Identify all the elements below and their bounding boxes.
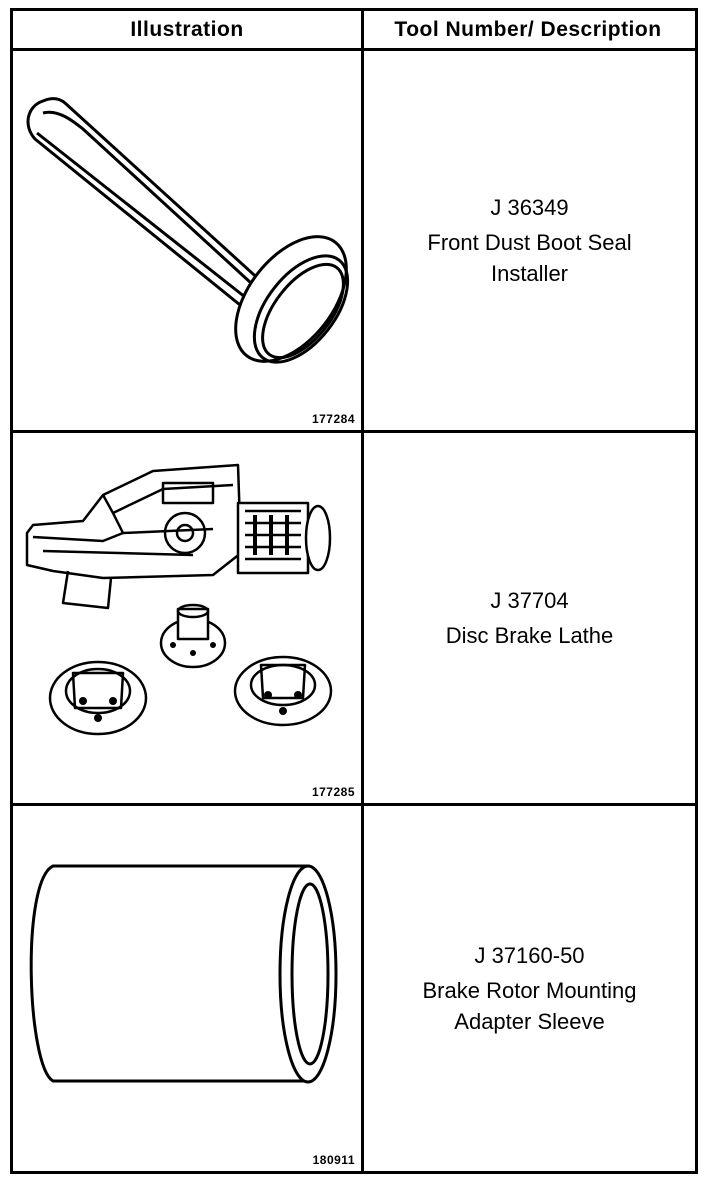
adapter-sleeve-icon: [29, 864, 338, 1084]
figure-id: 180911: [312, 1153, 355, 1167]
column-divider: [361, 11, 364, 1171]
row-divider: [13, 430, 695, 433]
table-row: 177285 J 37704 Disc Brake Lathe: [13, 433, 695, 806]
tool-description-cell: J 37160-50 Brake Rotor Mounting Adapter …: [364, 806, 695, 1171]
tool-table: Illustration Tool Number/ Description 17…: [10, 8, 698, 1174]
tool-description-cell: J 36349 Front Dust Boot Seal Installer: [364, 51, 695, 430]
figure-id: 177284: [311, 412, 355, 426]
illustration-cell: 177284: [13, 51, 361, 430]
illustration-cell: 180911: [13, 806, 361, 1171]
tool-description: Disc Brake Lathe: [445, 623, 614, 648]
tool-number: J 37160-50: [474, 943, 585, 968]
header-tool-description: Tool Number/ Description: [361, 11, 695, 51]
brake-lathe-icon: [25, 463, 333, 736]
tool-description: Brake Rotor Mounting: [422, 978, 637, 1003]
table-row: 180911 J 37160-50 Brake Rotor Mounting A…: [13, 806, 695, 1171]
figure-id: 177285: [311, 785, 355, 799]
seal-installer-icon: [26, 97, 350, 364]
tool-description-cell: J 37704 Disc Brake Lathe: [364, 433, 695, 803]
table-row: 177284 J 36349 Front Dust Boot Seal Inst…: [13, 51, 695, 433]
tool-description: Installer: [490, 261, 569, 286]
illustration-cell: 177285: [13, 433, 361, 803]
header-illustration: Illustration: [13, 11, 361, 51]
tool-number: J 37704: [490, 588, 569, 613]
tool-number: J 36349: [490, 195, 569, 220]
tool-description: Front Dust Boot Seal: [427, 230, 632, 255]
row-divider: [13, 803, 695, 806]
tool-description: Adapter Sleeve: [454, 1009, 605, 1034]
